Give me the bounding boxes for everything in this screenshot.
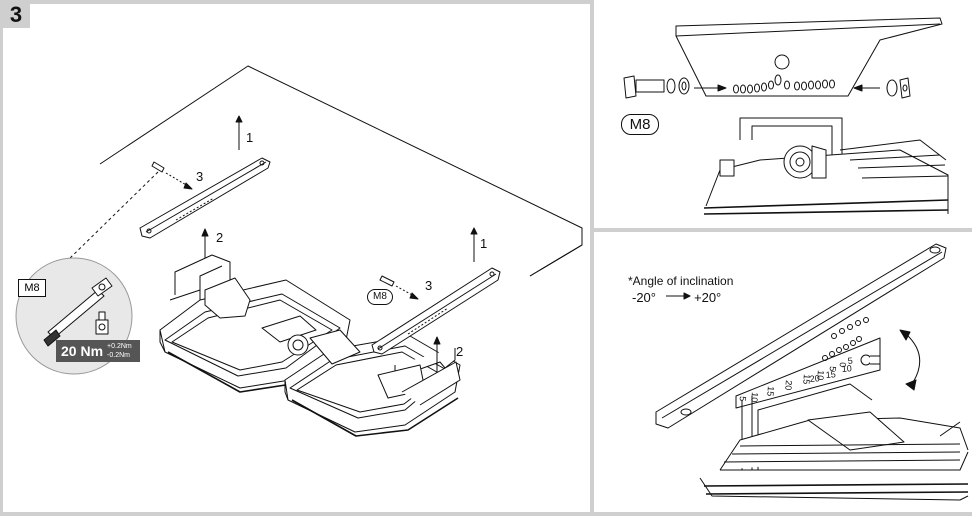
callout-1-upper: 1 bbox=[246, 130, 253, 145]
panel-border-top bbox=[0, 0, 590, 4]
center-joint bbox=[261, 315, 361, 365]
scale-label: 10 bbox=[815, 370, 826, 381]
arrow-up-housing-right bbox=[433, 336, 441, 372]
scale-label: 15 bbox=[765, 386, 776, 397]
bracket-plate bbox=[675, 17, 943, 97]
scale-label: 10 bbox=[841, 363, 852, 374]
screw-lower bbox=[379, 275, 419, 300]
callout-1-lower: 1 bbox=[480, 236, 487, 251]
fixture-body-bottom bbox=[699, 411, 969, 501]
bolt-size-pill-left: M8 bbox=[367, 289, 393, 305]
scale-label: 15 bbox=[801, 374, 812, 385]
arrow-lift-lower bbox=[470, 227, 478, 262]
torque-tolerance: +0.2Nm -0.2Nm bbox=[107, 342, 132, 360]
arrow-insert-bolt bbox=[694, 84, 727, 92]
scale-label: 10 bbox=[749, 392, 760, 403]
floodlight-housing-left bbox=[159, 254, 353, 393]
scale-label: 5 bbox=[738, 396, 748, 402]
mounting-bracket-upper bbox=[139, 157, 271, 239]
fixture-body-top bbox=[703, 117, 949, 215]
inclination-range-to: +20° bbox=[694, 290, 721, 305]
torque-tolerance-minus: -0.2Nm bbox=[107, 352, 130, 359]
bracket-holes bbox=[733, 54, 835, 94]
arrow-up-housing-left bbox=[201, 228, 209, 262]
panel-border-bottom bbox=[0, 512, 972, 516]
callout-2-upper: 2 bbox=[216, 230, 223, 245]
angle-range-arrow bbox=[666, 292, 691, 300]
scale-label: 5 bbox=[847, 356, 853, 366]
bolt-size-pill-right: M8 bbox=[621, 114, 659, 135]
torque-spec-box: 20 Nm +0.2Nm -0.2Nm bbox=[56, 340, 140, 362]
nut bbox=[886, 77, 911, 99]
inclination-range-from: -20° bbox=[632, 290, 656, 305]
step-number-badge: 3 bbox=[2, 2, 30, 28]
inclination-scale-holes bbox=[822, 317, 869, 361]
scale-label: 20 bbox=[809, 373, 820, 384]
m8-bolt bbox=[623, 75, 690, 99]
panel-divider-horizontal bbox=[594, 228, 972, 232]
scale-label: 20 bbox=[783, 380, 794, 391]
torque-value: 20 Nm bbox=[61, 343, 104, 359]
rotation-arrow bbox=[899, 329, 921, 391]
callout-3-lower: 3 bbox=[425, 278, 432, 293]
inclination-scale-labels: 5 10 15 20 15 10 5 0 5 10 15 20 bbox=[738, 356, 854, 403]
panel-divider-vertical bbox=[590, 0, 594, 516]
floodlight-housing-right bbox=[284, 335, 461, 437]
scale-label: 5 bbox=[828, 366, 838, 372]
screw-upper bbox=[65, 161, 193, 263]
bolt-size-label: M8 bbox=[18, 279, 46, 297]
panel-border-left bbox=[0, 0, 3, 516]
mounting-bracket-lower bbox=[371, 267, 501, 355]
arrow-lift-upper bbox=[235, 115, 243, 150]
mounting-assembly-drawing: 1 3 2 1 3 2 bbox=[15, 65, 583, 437]
scale-label: 0 bbox=[838, 362, 848, 368]
installation-step-panel bbox=[0, 0, 590, 516]
inclination-note: *Angle of inclination bbox=[628, 274, 733, 288]
callout-3-upper: 3 bbox=[196, 169, 203, 184]
adjust-knob bbox=[860, 354, 881, 366]
scale-label: 15 bbox=[825, 369, 836, 380]
arrow-insert-nut bbox=[853, 84, 880, 92]
callout-2-lower: 2 bbox=[456, 344, 463, 359]
torque-tolerance-plus: +0.2Nm bbox=[107, 343, 132, 350]
